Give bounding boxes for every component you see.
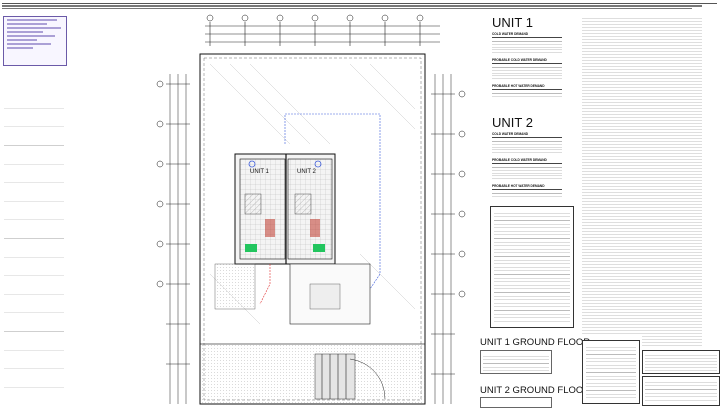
general-notes-column-1 [582, 16, 642, 336]
unit-2-schedule: UNIT 2 COLD WATER DEMAND PROBABLE COLD W… [492, 116, 562, 197]
unit-2-hot-water-heading: PROBABLE HOT WATER DEMAND [492, 184, 545, 188]
unit-2-probable-cold-heading: PROBABLE COLD WATER DEMAND [492, 158, 547, 162]
pipe-legend [582, 340, 640, 404]
approval-stamp [3, 16, 67, 66]
left-margin-notes [4, 90, 64, 390]
area-summary-table [490, 206, 574, 328]
site-plan-drawing: UNIT 1 UNIT 2 [156, 14, 466, 405]
unit-1-ground-floor-title: UNIT 1 GROUND FLOOR [480, 337, 591, 348]
unit-1-title: UNIT 1 [492, 15, 533, 30]
unit-2-ground-floor-title: UNIT 2 GROUND FLOOR [480, 385, 591, 396]
plan-label-unit-1: UNIT 1 [250, 169, 270, 175]
unit-2-title: UNIT 2 [492, 115, 533, 130]
unit-1-hot-water-heading: PROBABLE HOT WATER DEMAND [492, 84, 545, 88]
unit-2-cold-water-heading: COLD WATER DEMAND [492, 132, 529, 136]
unit-2-ground-floor-table [480, 397, 552, 408]
general-notes-column-2 [642, 16, 702, 346]
plan-label-unit-2: UNIT 2 [297, 169, 317, 175]
unit-1-schedule: UNIT 1 COLD WATER DEMAND PROBABLE COLD W… [492, 16, 562, 97]
unit-1-cold-water-heading: COLD WATER DEMAND [492, 32, 529, 36]
unit-1-ground-floor-table [480, 350, 552, 374]
title-note-box [642, 350, 720, 374]
drawing-title-block [642, 376, 720, 406]
general-notes-strip [2, 2, 722, 12]
unit-1-probable-cold-heading: PROBABLE COLD WATER DEMAND [492, 58, 547, 62]
